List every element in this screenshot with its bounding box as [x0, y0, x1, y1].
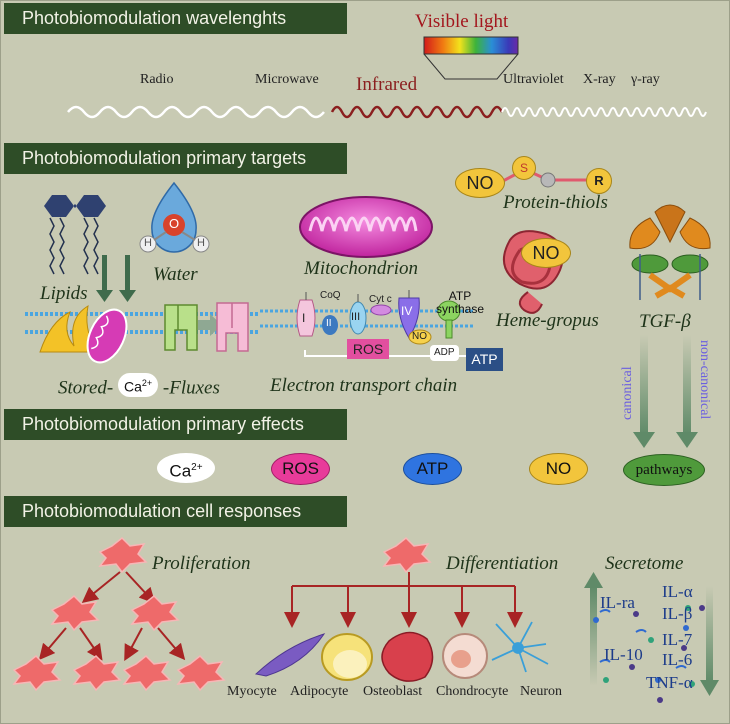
stored-calcium-label: Stored- Ca2+ -Fluxes — [58, 373, 220, 400]
secretome-particles — [593, 605, 705, 703]
fluxes-suffix: -Fluxes — [162, 377, 220, 399]
visible-spectrum-bar — [423, 36, 519, 55]
secretome-arrows — [584, 572, 719, 696]
cytokine-il-7: IL-7 — [662, 630, 693, 649]
calcium-chip-charge: 2+ — [141, 378, 153, 388]
no-heme-badge: NO — [521, 238, 571, 268]
visible-light-funnel — [423, 53, 519, 80]
calcium-chip: Ca2+ — [117, 373, 159, 397]
effect-ros: ROS — [271, 453, 330, 485]
mitochondrion-label: Mitochondrion — [304, 258, 418, 279]
gamma-label: γ-ray — [631, 72, 660, 87]
cytokine-il-10: IL-10 — [604, 645, 643, 664]
cell-label-neuron: Neuron — [520, 684, 562, 699]
section-banner-effects: Photobiomodulation primary effects — [4, 409, 347, 440]
cell-label-myocyte: Myocyte — [227, 684, 277, 699]
tgf-pathway-arrows — [633, 335, 698, 448]
cytokine-il-alpha: IL-α — [662, 582, 693, 601]
radio-wave — [67, 105, 325, 119]
etc-label: Electron transport chain — [270, 375, 458, 396]
heme-groups-label: Heme-gropus — [496, 310, 599, 331]
no-thiol-badge: NO — [455, 168, 505, 198]
infrared-label: Infrared — [356, 74, 418, 95]
water-h1-label: H — [144, 237, 152, 249]
complex-ii-label: II — [326, 318, 332, 329]
effect-calcium-text: Ca — [169, 461, 192, 481]
section-banner-wavelengths: Photobiomodulation wavelenghts — [4, 3, 347, 34]
etc-atp-badge: ATP — [466, 348, 503, 371]
coq-label: CoQ — [320, 290, 341, 301]
canonical-label: canonical — [620, 366, 635, 420]
r-group-badge: R — [586, 168, 612, 194]
complex-i-label: I — [302, 311, 306, 325]
water-h2-label: H — [197, 237, 205, 249]
etc-ros-badge: ROS — [347, 339, 389, 359]
tgf-beta-label: TGF-β — [639, 311, 691, 332]
secretome-label: Secretome — [605, 553, 684, 574]
infrared-wave — [330, 105, 504, 119]
differentiated-cells — [254, 621, 549, 682]
cytokine-il-beta: IL-β — [662, 604, 693, 623]
differentiation-source-cell — [382, 536, 432, 574]
xray-label: X-ray — [583, 72, 616, 87]
sulfur-badge: S — [512, 156, 536, 180]
atp-synthase-label: ATP synthase — [435, 289, 485, 316]
lipids-label: Lipids — [40, 283, 88, 304]
microwave-label: Microwave — [255, 72, 319, 87]
effect-calcium: Ca2+ — [157, 453, 215, 483]
lipid-molecules — [44, 195, 106, 275]
visible-light-label: Visible light — [415, 11, 509, 32]
calcium-chip-text: Ca — [123, 378, 142, 395]
differentiation-tree — [284, 572, 523, 628]
tgf-beta-receptor — [629, 204, 711, 300]
water-molecule — [139, 181, 210, 253]
effect-no: NO — [529, 453, 588, 485]
protein-thiols-label: Protein-thiols — [503, 192, 608, 213]
water-label: Water — [153, 264, 198, 285]
proliferation-label: Proliferation — [152, 553, 251, 574]
etc-no-label: NO — [412, 331, 427, 342]
radio-label: Radio — [140, 72, 174, 87]
ultraviolet-wave — [501, 107, 707, 117]
effect-pathways: pathways — [623, 454, 705, 486]
adp-badge: ADP — [430, 345, 459, 361]
water-o-label: O — [169, 216, 180, 231]
cell-label-adipocyte: Adipocyte — [290, 684, 349, 699]
lipid-arrows — [96, 255, 136, 302]
stored-prefix: Stored- — [58, 377, 114, 399]
cytokine-il-6: IL-6 — [662, 650, 693, 669]
cell-label-chondrocyte: Chondrocyte — [436, 684, 509, 699]
complex-iii-label: III — [351, 311, 361, 323]
ultraviolet-label: Ultraviolet — [503, 72, 564, 87]
etc-membrane — [260, 290, 475, 345]
proliferation-tree — [38, 571, 186, 662]
effect-calcium-charge: 2+ — [191, 462, 203, 473]
section-banner-responses: Photobiomodulation cell responses — [4, 496, 347, 527]
section-banner-targets: Photobiomodulation primary targets — [4, 143, 347, 174]
flux-arrow — [198, 314, 222, 336]
complex-iv-label: IV — [401, 304, 413, 318]
effect-atp: ATP — [403, 453, 462, 485]
cell-label-osteoblast: Osteoblast — [363, 684, 423, 699]
cytokine-tnf-alpha: TNF-α — [646, 673, 693, 692]
calcium-channel-pink — [216, 302, 249, 352]
differentiation-label: Differentiation — [446, 553, 559, 574]
calcium-channel-green — [164, 304, 198, 351]
small-mitochondrion — [86, 308, 128, 364]
proliferating-cells — [12, 536, 226, 692]
non-canonical-label: non-canonical — [697, 340, 712, 420]
cytokine-il-ra: IL-ra — [600, 593, 635, 612]
cyt-c-label: Cyt c — [369, 294, 392, 305]
mitochondrion — [299, 196, 433, 258]
